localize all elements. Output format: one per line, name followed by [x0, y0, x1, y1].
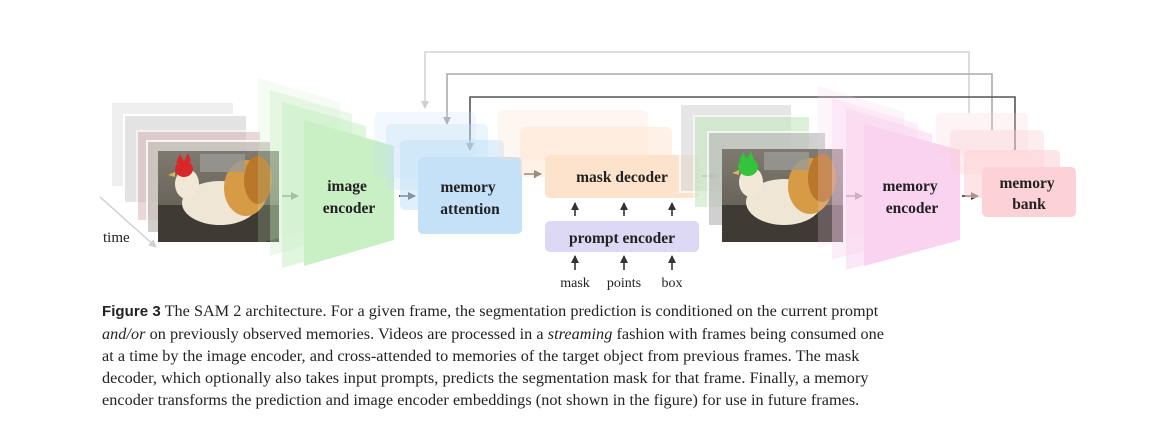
time-label: time	[103, 230, 130, 246]
input-frame-image	[158, 151, 279, 242]
prompt-inputs: mask points box	[560, 276, 682, 291]
svg-text:memory bank: memory bank	[1000, 175, 1059, 213]
svg-text:memory encoder: memory encoder	[883, 178, 942, 217]
output-frame-image	[722, 149, 843, 242]
caption-line-1: Figure 3 The SAM 2 architecture. For a g…	[102, 302, 879, 320]
memory-encoder-block: memory encoder	[818, 86, 960, 270]
memory-attention-block: memory attention	[374, 112, 522, 234]
caption-line-2: and/or on previously observed memories. …	[102, 325, 885, 343]
inputs-to-prompt-arrows	[571, 255, 676, 270]
figure-label: Figure 3	[102, 303, 161, 320]
caption-line-5: encoder transforms the prediction and im…	[102, 391, 860, 409]
prompt-encoder-block: prompt encoder	[545, 221, 699, 252]
time-arrow	[99, 196, 157, 248]
image-encoder-label: image encoder	[323, 178, 376, 217]
image-encoder-block: image encoder	[258, 78, 394, 268]
prompt-input-points: points	[607, 276, 641, 291]
memory-bank-block: memory bank	[936, 113, 1076, 217]
svg-text:mask decoder: mask decoder	[576, 169, 668, 186]
prompt-to-decoder-arrows	[571, 202, 676, 216]
svg-text:prompt encoder: prompt encoder	[569, 230, 675, 247]
caption-line-3: at a time by the image encoder, and cros…	[102, 347, 860, 365]
svg-text:memory attention: memory attention	[440, 179, 500, 218]
prompt-input-mask: mask	[560, 276, 590, 291]
caption-line-4: decoder, which optionally also takes inp…	[102, 369, 869, 387]
prompt-input-box: box	[662, 276, 683, 291]
mask-decoder-block: mask decoder	[498, 110, 699, 198]
figure-caption: Figure 3 The SAM 2 architecture. For a g…	[102, 300, 1082, 411]
memory-feedback-arrows	[421, 51, 1016, 151]
